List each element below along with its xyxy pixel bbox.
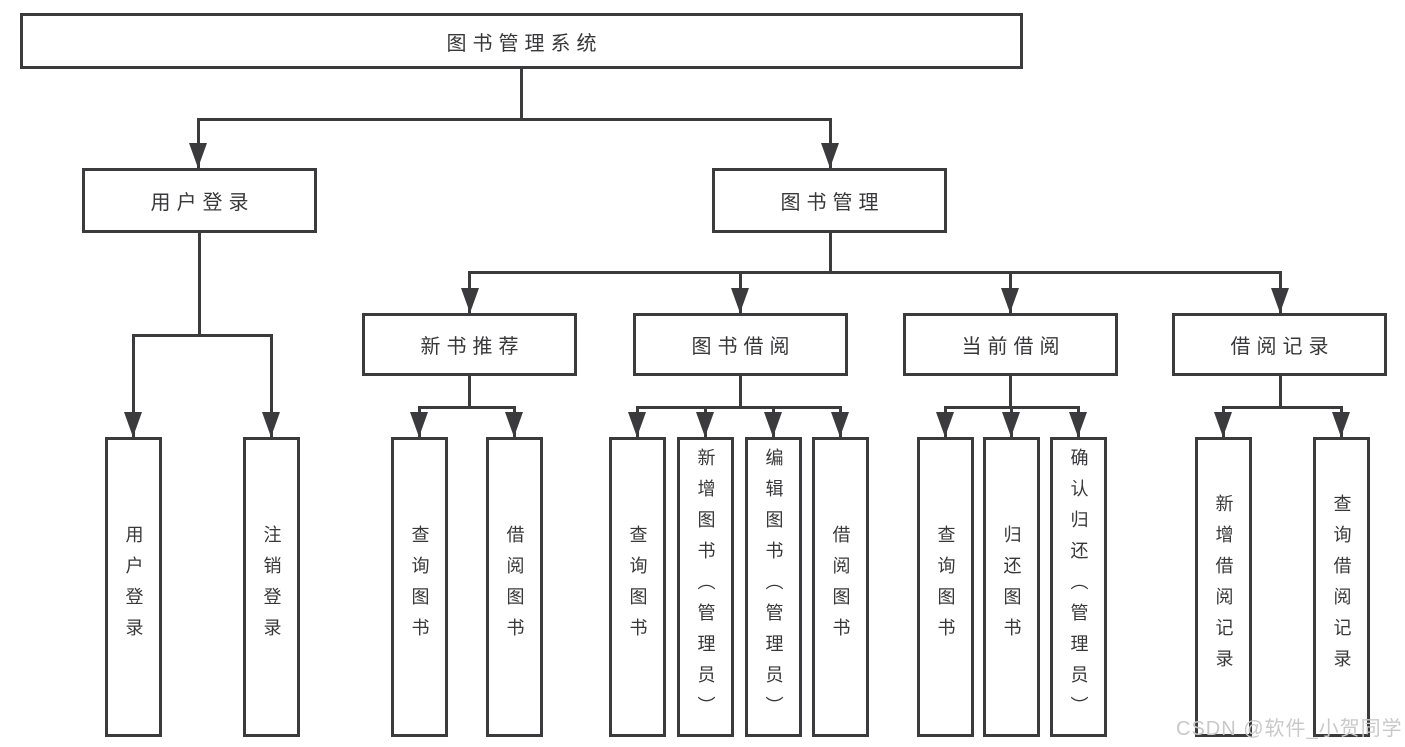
leaf-query-books-current: 查询图书 xyxy=(917,437,974,737)
leaf-label: 新增图书（管理员） xyxy=(695,447,716,727)
connector-arrow-icon xyxy=(461,288,479,313)
connector-line xyxy=(520,69,523,119)
leaf-label: 编辑图书（管理员） xyxy=(763,447,784,727)
node-book-borrowing: 图书借阅 xyxy=(633,313,848,376)
connector-arrow-icon xyxy=(731,288,749,313)
connector-line xyxy=(1222,406,1343,409)
connector-line xyxy=(418,406,516,409)
connector-arrow-icon xyxy=(1069,412,1087,437)
connector-line xyxy=(1279,376,1282,407)
leaf-add-borrow-record: 新增借阅记录 xyxy=(1195,437,1252,737)
connector-arrow-icon xyxy=(696,412,714,437)
leaf-confirm-return-admin: 确认归还（管理员） xyxy=(1050,437,1107,737)
connector-arrow-icon xyxy=(1001,288,1019,313)
connector-arrow-icon xyxy=(505,412,523,437)
connector-line xyxy=(270,334,273,437)
leaf-logout: 注销登录 xyxy=(243,437,300,737)
leaf-label: 归还图书 xyxy=(1001,525,1022,649)
node-root: 图书管理系统 xyxy=(20,13,1023,69)
leaf-query-books-borrow: 查询图书 xyxy=(609,437,666,737)
connector-arrow-icon xyxy=(831,412,849,437)
connector-arrow-icon xyxy=(1271,288,1289,313)
connector-line xyxy=(198,233,201,335)
leaf-label: 注销登录 xyxy=(261,525,282,649)
leaf-query-books-recommend: 查询图书 xyxy=(391,437,448,737)
leaf-label: 查询图书 xyxy=(409,525,430,649)
node-book-management: 图书管理 xyxy=(712,168,947,233)
connector-arrow-icon xyxy=(189,143,207,168)
leaf-label: 新增借阅记录 xyxy=(1213,494,1234,680)
connector-arrow-icon xyxy=(124,412,142,437)
connector-line xyxy=(739,376,742,407)
connector-line xyxy=(132,334,135,437)
leaf-label: 用户登录 xyxy=(123,525,144,649)
node-borrowing-records: 借阅记录 xyxy=(1172,313,1387,376)
leaf-label: 借阅图书 xyxy=(830,525,851,649)
connector-arrow-icon xyxy=(764,412,782,437)
leaf-label: 确认归还（管理员） xyxy=(1068,447,1089,727)
leaf-label: 借阅图书 xyxy=(504,525,525,649)
leaf-edit-book-admin: 编辑图书（管理员） xyxy=(745,437,802,737)
connector-line xyxy=(468,271,1282,274)
connector-arrow-icon xyxy=(262,412,280,437)
connector-line xyxy=(197,118,832,121)
connector-arrow-icon xyxy=(821,143,839,168)
connector-arrow-icon xyxy=(936,412,954,437)
connector-arrow-icon xyxy=(410,412,428,437)
leaf-label: 查询图书 xyxy=(627,525,648,649)
watermark: CSDN @软件_小贺同学 xyxy=(1176,718,1403,740)
node-current-borrowing: 当前借阅 xyxy=(903,313,1118,376)
connector-arrow-icon xyxy=(1332,412,1350,437)
leaf-add-book-admin: 新增图书（管理员） xyxy=(677,437,734,737)
node-new-book-recommendation: 新书推荐 xyxy=(362,313,577,376)
connector-line xyxy=(132,334,273,337)
connector-line xyxy=(636,406,842,409)
node-user-login: 用户登录 xyxy=(82,168,317,233)
connector-line xyxy=(829,233,832,272)
leaf-query-borrow-record: 查询借阅记录 xyxy=(1313,437,1370,737)
leaf-borrow-books: 借阅图书 xyxy=(812,437,869,737)
connector-line xyxy=(468,376,471,407)
leaf-label: 查询借阅记录 xyxy=(1331,494,1352,680)
connector-line xyxy=(1009,376,1012,407)
leaf-user-login: 用户登录 xyxy=(105,437,162,737)
connector-arrow-icon xyxy=(1002,412,1020,437)
leaf-borrow-books-recommend: 借阅图书 xyxy=(486,437,543,737)
connector-arrow-icon xyxy=(628,412,646,437)
leaf-label: 查询图书 xyxy=(935,525,956,649)
leaf-return-books: 归还图书 xyxy=(983,437,1040,737)
connector-arrow-icon xyxy=(1214,412,1232,437)
